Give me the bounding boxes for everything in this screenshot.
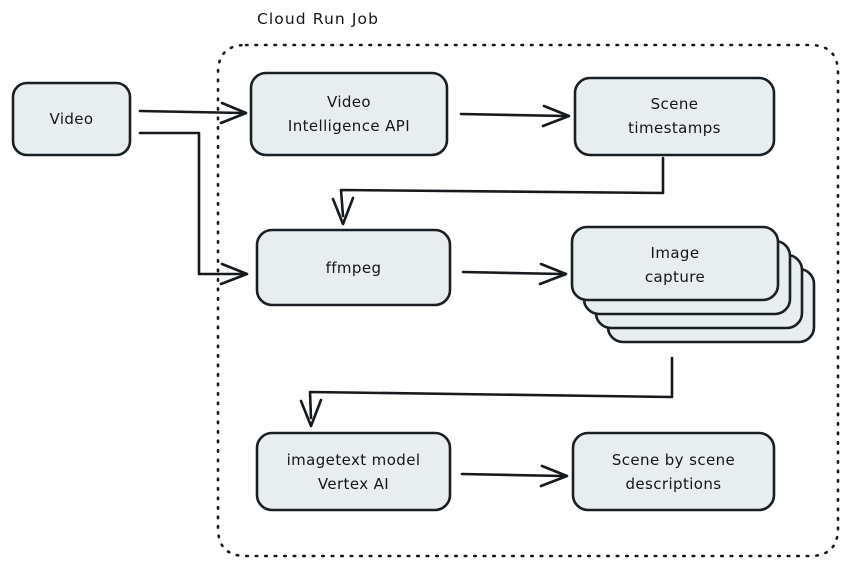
edge-video-intelligence-api-to-scene-timestamps — [459, 104, 571, 128]
edge-vi-api-to-scene-timestamps-line — [459, 112, 567, 118]
edge-imagetext-model-to-descriptions — [460, 464, 569, 488]
edge-ffmpeg-to-image-capture — [461, 262, 568, 286]
node-scene-timestamps-label-line-1: Scene — [651, 95, 699, 113]
edge-scene-timestamps-to-ffmpeg — [331, 156, 665, 226]
node-ffmpeg[interactable]: ffmpeg — [255, 228, 452, 307]
node-ffmpeg-shape — [255, 228, 452, 307]
edge-video-to-vi-api-arrowhead — [219, 101, 248, 125]
edge-ffmpeg-to-image-capture-arrowhead — [538, 262, 568, 286]
node-imagetext-model-vertex-ai-label-line-1: imagetext model — [287, 451, 421, 469]
node-imagetext-model-vertex-ai-shape — [255, 431, 452, 512]
edge-imagetext-to-descriptions-arrowhead — [539, 464, 569, 488]
edge-imagetext-to-descriptions-line — [460, 472, 565, 478]
edge-vi-api-to-scene-timestamps-arrowhead — [541, 104, 571, 128]
node-ffmpeg-label-line-1: ffmpeg — [326, 259, 382, 277]
node-image-capture[interactable]: Image capture — [570, 225, 816, 344]
node-video-intelligence-api-shape — [249, 71, 449, 157]
edge-scene-timestamps-to-ffmpeg-arrowhead — [331, 196, 355, 226]
edge-scene-timestamps-to-ffmpeg-line — [339, 156, 665, 218]
edge-video-to-vi-api-line — [138, 109, 245, 115]
node-video-shape — [11, 81, 132, 157]
cloud-run-job-group: Cloud Run Job — [216, 10, 840, 558]
node-imagetext-model-vertex-ai-label-line-2: Vertex AI — [318, 475, 389, 493]
edge-video-to-ffmpeg — [138, 131, 249, 286]
edge-image-capture-to-imagetext-line — [308, 356, 674, 420]
edge-ffmpeg-to-image-capture-line — [461, 270, 564, 276]
node-image-capture-label-line-1: Image — [651, 244, 700, 262]
node-image-capture-label-line-2: capture — [645, 268, 705, 286]
node-scene-by-scene-descriptions-shape — [571, 431, 776, 512]
node-imagetext-model-vertex-ai[interactable]: imagetext model Vertex AI — [255, 431, 452, 512]
group-title: Cloud Run Job — [257, 10, 379, 28]
node-scene-timestamps[interactable]: Scene timestamps — [573, 76, 776, 157]
node-scene-by-scene-descriptions-label-line-2: descriptions — [625, 475, 721, 493]
edge-image-capture-to-imagetext-arrowhead — [299, 398, 323, 428]
node-video-intelligence-api-label-line-2: Intelligence API — [288, 117, 410, 135]
node-video-label-line-1: Video — [49, 110, 93, 128]
node-scene-timestamps-label-line-2: timestamps — [628, 119, 721, 137]
node-video-intelligence-api-label-line-1: Video — [327, 93, 371, 111]
edge-video-to-video-intelligence-api — [138, 101, 248, 125]
edge-image-capture-to-imagetext-model — [299, 356, 674, 428]
node-video[interactable]: Video — [11, 81, 132, 157]
node-scene-by-scene-descriptions[interactable]: Scene by scene descriptions — [571, 431, 776, 512]
node-video-intelligence-api[interactable]: Video Intelligence API — [249, 71, 449, 157]
edge-video-to-ffmpeg-arrowhead — [219, 262, 249, 286]
node-scene-by-scene-descriptions-label-line-1: Scene by scene — [612, 451, 735, 469]
edge-video-to-ffmpeg-line — [138, 131, 245, 276]
node-image-capture-shape — [570, 225, 780, 302]
group-dotted-border — [216, 43, 840, 558]
node-scene-timestamps-shape — [573, 76, 776, 157]
